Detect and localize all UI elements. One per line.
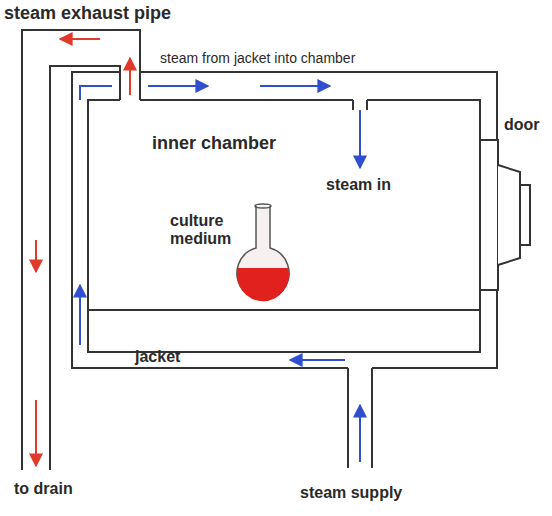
part-label: inner chamber [152, 133, 276, 154]
steam-inlet [353, 100, 367, 110]
vessel-walls [22, 30, 497, 470]
part-label: culture medium [170, 212, 240, 249]
door [480, 140, 530, 290]
shelf [88, 309, 480, 311]
exhaust-flow-arrows [36, 39, 130, 466]
pipe-label: steam exhaust pipe [4, 3, 171, 24]
supply-pipe [348, 368, 372, 468]
flow-label: steam from jacket into chamber [160, 50, 355, 66]
part-label: jacket [135, 348, 180, 366]
outer-wall [72, 72, 497, 368]
exhaust-pipe [22, 30, 140, 470]
culture-flask [237, 204, 289, 301]
inner-wall [88, 100, 480, 352]
steam-flow-arrows [80, 86, 360, 462]
part-label: door [504, 116, 540, 134]
flow-label: steam supply [300, 484, 402, 502]
flow-label: to drain [14, 480, 73, 498]
flow-label: steam in [326, 176, 391, 194]
